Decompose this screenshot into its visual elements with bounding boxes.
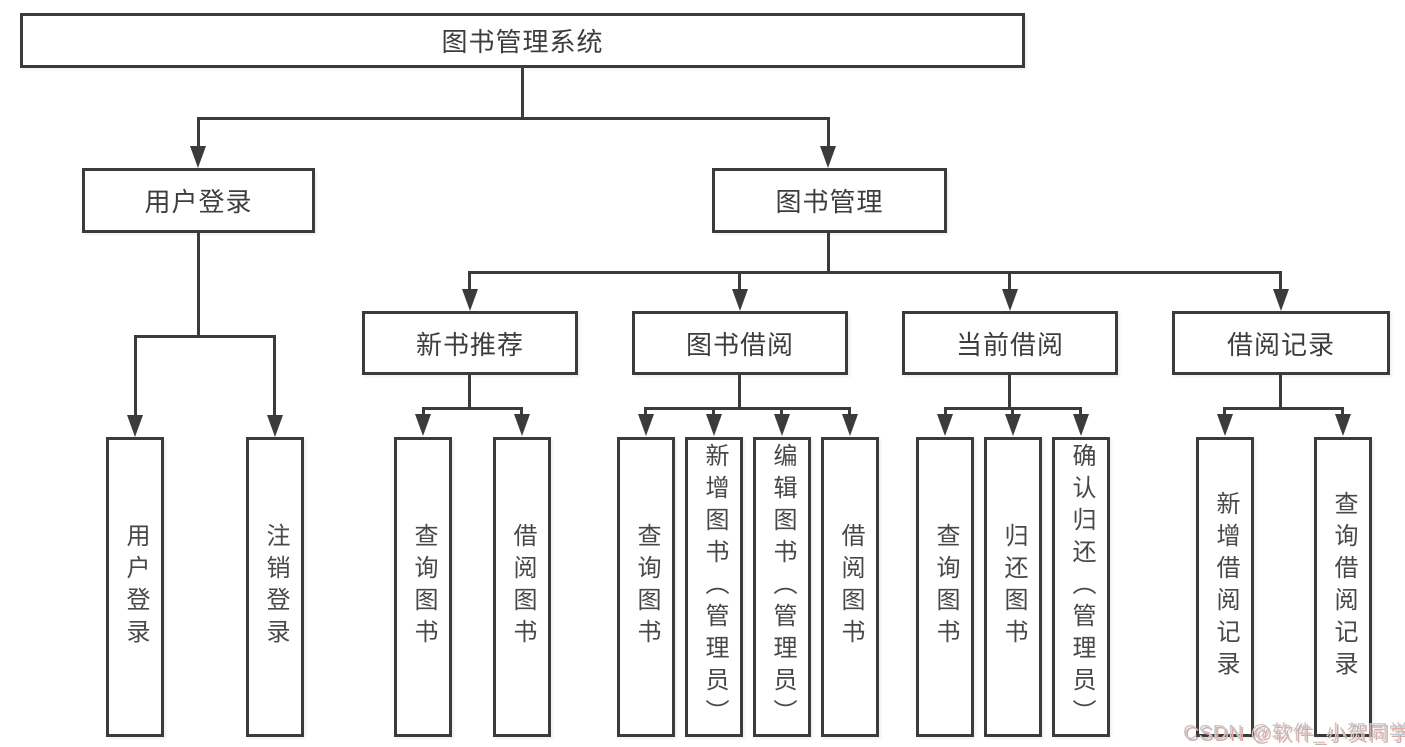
leaf-label: 新增借阅记录 [1212,491,1239,683]
connector-line [1079,407,1082,417]
leaf-label: 查询图书 [932,523,959,651]
connector-line [197,117,830,120]
leaf-label: 确认归还（管理员） [1068,443,1095,731]
arrowhead-icon [937,414,953,436]
connector-line [1008,271,1011,291]
leaf-add-books-admin: 新增图书（管理员） [685,437,743,737]
connector-line [1223,407,1344,410]
leaf-label: 查询借阅记录 [1330,491,1357,683]
arrowhead-icon [1073,414,1089,436]
connector-line [197,233,200,335]
arrowhead-icon [190,146,206,168]
arrowhead-icon [462,289,478,311]
leaf-logout: 注销登录 [246,437,304,737]
leaf-label: 查询图书 [410,523,437,651]
connector-line [827,117,830,150]
csdn-watermark: CSDN @软件_小贺同学 [1183,722,1405,744]
arrowhead-icon [1273,289,1289,311]
arrowhead-icon [1005,414,1021,436]
connector-line [848,407,851,417]
leaf-label: 借阅图书 [837,523,864,651]
leaf-user-login: 用户登录 [106,437,164,737]
connector-line [468,271,1282,274]
connector-line [712,407,715,417]
arrowhead-icon [415,414,431,436]
arrowhead-icon [732,289,748,311]
connector-line [468,271,471,291]
connector-line [1008,375,1011,407]
connector-line [644,407,647,417]
connector-line [134,335,276,338]
node-book-management: 图书管理 [712,168,947,233]
arrowhead-icon [1002,289,1018,311]
leaf-edit-books-admin: 编辑图书（管理员） [753,437,811,737]
connector-line [1011,407,1014,417]
node-root: 图书管理系统 [20,13,1025,68]
connector-line [644,407,851,410]
leaf-borrow-books-1: 借阅图书 [493,437,551,737]
node-book-borrow: 图书借阅 [632,311,848,375]
arrowhead-icon [1217,414,1233,436]
connector-line [738,271,741,291]
arrowhead-icon [820,146,836,168]
leaf-label: 编辑图书（管理员） [769,443,796,731]
connector-line [422,407,523,410]
connector-line [468,375,471,407]
connector-line [273,335,276,417]
node-borrow-records: 借阅记录 [1172,311,1390,375]
connector-line [1279,375,1282,407]
leaf-borrow-books-2: 借阅图书 [821,437,879,737]
leaf-query-borrow-record: 查询借阅记录 [1314,437,1372,737]
leaf-label: 借阅图书 [509,523,536,651]
node-current-borrow: 当前借阅 [902,311,1118,375]
connector-line [1223,407,1226,417]
connector-line [521,68,524,118]
arrowhead-icon [774,414,790,436]
arrowhead-icon [1335,414,1351,436]
connector-line [1341,407,1344,417]
connector-line [1279,271,1282,291]
arrowhead-icon [638,414,654,436]
leaf-query-books-2: 查询图书 [617,437,675,737]
arrowhead-icon [127,415,143,437]
leaf-confirm-return-admin: 确认归还（管理员） [1052,437,1110,737]
leaf-return-books: 归还图书 [984,437,1042,737]
leaf-query-books-1: 查询图书 [394,437,452,737]
connector-line [520,407,523,417]
leaf-label: 查询图书 [633,523,660,651]
connector-line [738,375,741,407]
leaf-add-borrow-record: 新增借阅记录 [1196,437,1254,737]
connector-line [944,407,947,417]
connector-line [197,117,200,150]
leaf-label: 归还图书 [1000,523,1027,651]
arrowhead-icon [267,415,283,437]
connector-line [827,233,830,273]
leaf-label: 用户登录 [122,523,149,651]
arrowhead-icon [842,414,858,436]
node-user-login: 用户登录 [82,168,315,233]
connector-line [780,407,783,417]
leaf-label: 新增图书（管理员） [701,443,728,731]
arrowhead-icon [706,414,722,436]
leaf-query-books-3: 查询图书 [916,437,974,737]
node-new-book-recommend: 新书推荐 [362,311,578,375]
arrowhead-icon [514,414,530,436]
leaf-label: 注销登录 [262,523,289,651]
connector-line [422,407,425,417]
connector-line [134,335,137,417]
